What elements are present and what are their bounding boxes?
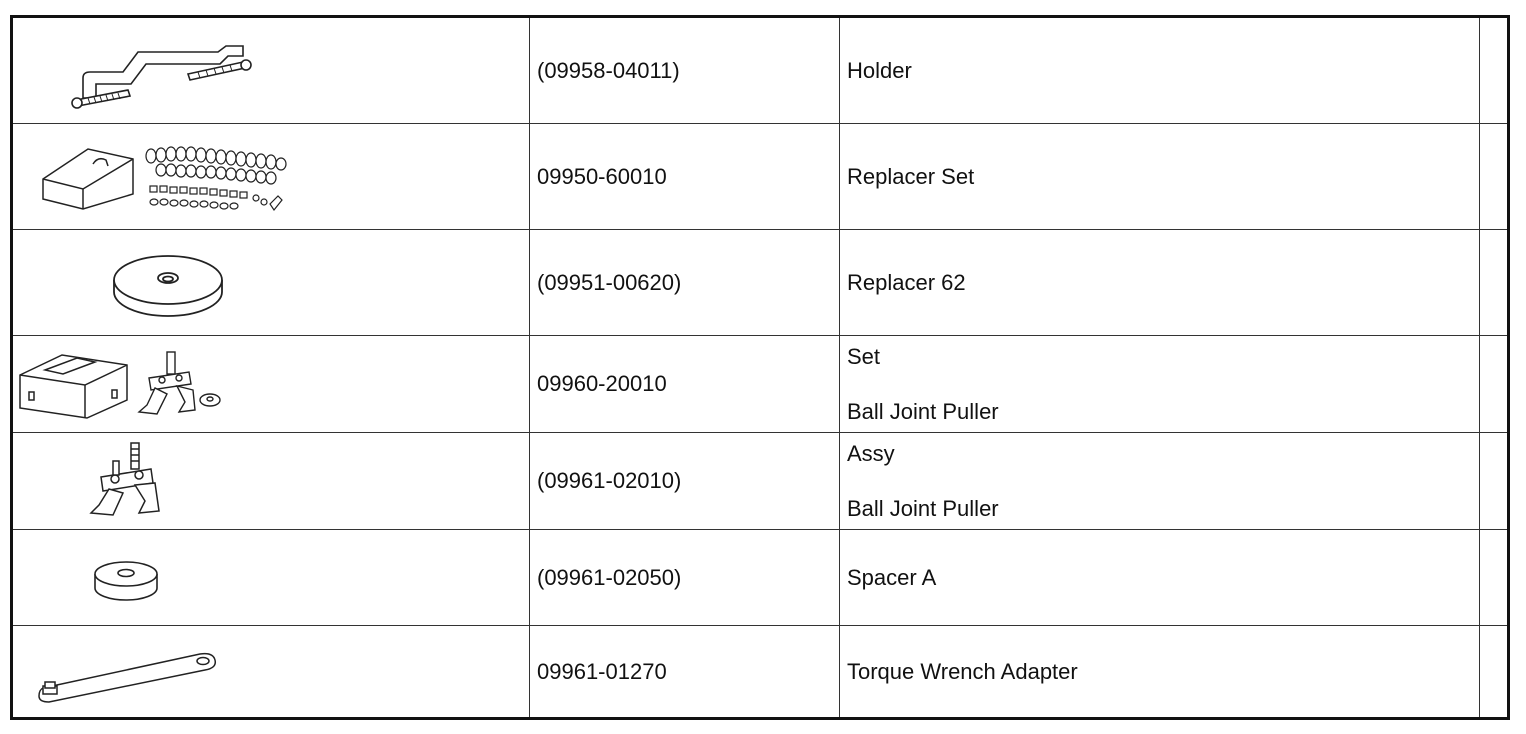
part-name-cell: Assy Ball Joint Puller — [840, 433, 1480, 529]
part-number-cell: (09958-04011) — [530, 18, 840, 123]
part-number: (09951-00620) — [537, 269, 682, 295]
part-name: Spacer A — [847, 564, 937, 590]
part-number: 09961-01270 — [537, 658, 667, 684]
illustration-cell — [13, 626, 530, 717]
part-name-cell: Set Ball Joint Puller — [840, 336, 1480, 432]
replacer-set-icon — [42, 146, 287, 212]
part-name: Replacer 62 — [847, 269, 966, 295]
table-row: 09961-01270 Torque Wrench Adapter — [13, 626, 1507, 717]
part-name-line-2: Ball Joint Puller — [847, 399, 999, 424]
part-number-cell: (09961-02050) — [530, 530, 840, 625]
ball-joint-puller-set-icon — [19, 351, 221, 419]
part-number: (09961-02010) — [537, 468, 682, 493]
part-name-line-1: Assy — [847, 441, 895, 466]
illustration-cell — [13, 336, 530, 432]
notes-cell — [1480, 124, 1507, 229]
table-row: (09961-02010) Assy Ball Joint Puller — [13, 433, 1507, 530]
part-name-cell: Torque Wrench Adapter — [840, 626, 1480, 717]
notes-cell — [1480, 626, 1507, 717]
part-number-cell: (09961-02010) — [530, 433, 840, 529]
illustration-cell — [13, 530, 530, 625]
torque-wrench-adapter-icon — [38, 652, 217, 703]
table-row: 09960-20010 Set Ball Joint Puller — [13, 336, 1507, 433]
table-row: (09951-00620) Replacer 62 — [13, 230, 1507, 336]
illustration-cell — [13, 230, 530, 335]
notes-cell — [1480, 18, 1507, 123]
part-number: 09960-20010 — [537, 371, 667, 396]
part-number-cell: 09950-60010 — [530, 124, 840, 229]
part-number: (09958-04011) — [537, 57, 680, 83]
notes-cell — [1480, 336, 1507, 432]
part-name-cell: Spacer A — [840, 530, 1480, 625]
notes-cell — [1480, 530, 1507, 625]
part-name-cell: Replacer Set — [840, 124, 1480, 229]
part-name-cell: Replacer 62 — [840, 230, 1480, 335]
part-name-line-2: Ball Joint Puller — [847, 496, 999, 521]
illustration-cell — [13, 124, 530, 229]
table-row: (09958-04011) Holder — [13, 18, 1507, 124]
part-number-cell: (09951-00620) — [530, 230, 840, 335]
notes-cell — [1480, 433, 1507, 529]
part-number: (09961-02050) — [537, 564, 682, 590]
part-name: Torque Wrench Adapter — [847, 658, 1078, 684]
part-number-cell: 09961-01270 — [530, 626, 840, 717]
table-row: (09961-02050) Spacer A — [13, 530, 1507, 626]
part-name-cell: Holder — [840, 18, 1480, 123]
replacer-disc-icon — [113, 255, 223, 317]
part-number-cell: 09960-20010 — [530, 336, 840, 432]
part-name-line-1: Set — [847, 344, 881, 369]
illustration-cell — [13, 433, 530, 529]
special-tools-table: (09958-04011) Holder — [10, 15, 1510, 720]
ball-joint-puller-assy-icon — [89, 442, 160, 516]
part-name: Replacer Set — [847, 163, 975, 189]
holder-tool-icon — [71, 45, 252, 109]
illustration-cell — [13, 18, 530, 123]
table-row: 09950-60010 Replacer Set — [13, 124, 1507, 230]
part-name: Holder — [847, 57, 912, 83]
part-number: 09950-60010 — [537, 163, 667, 189]
notes-cell — [1480, 230, 1507, 335]
spacer-icon — [94, 561, 158, 601]
